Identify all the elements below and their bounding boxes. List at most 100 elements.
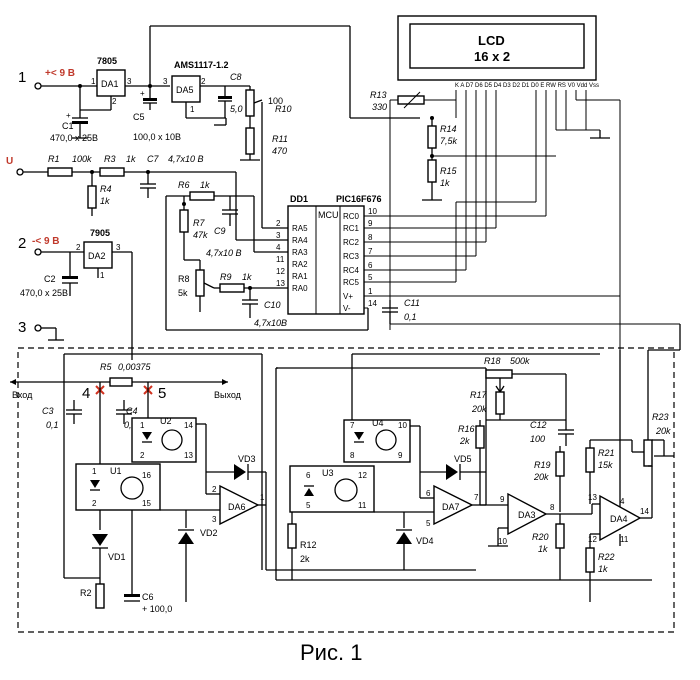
- mcu-pin-vplus: V+: [343, 292, 353, 301]
- da3-opamp: [507, 492, 548, 536]
- vd2-label: VD2: [200, 528, 218, 538]
- mcu-pin-number: 6: [368, 261, 373, 270]
- mcu-pin-number: 1: [368, 287, 373, 296]
- r23-value: 20k: [655, 426, 671, 436]
- svg-text:5: 5: [426, 519, 431, 528]
- r4-label: R4: [100, 184, 112, 194]
- mcu-pin-number: 5: [368, 273, 373, 282]
- svg-text:1: 1: [140, 421, 145, 430]
- power-section: 1 +< 9 В 7805 DA1 1 3 2 + C1 470,0 x 25В…: [6, 25, 420, 344]
- c2-label: C2: [44, 274, 56, 284]
- lcd-size: 16 x 2: [474, 49, 510, 64]
- r11-value: 470: [272, 146, 287, 156]
- mcu-pin-ra5: RA5: [292, 224, 308, 233]
- r1-label: R1: [48, 154, 60, 164]
- da2-type: 7905: [90, 228, 110, 238]
- c2-value: 470,0 x 25В: [20, 288, 68, 298]
- mcu-pin-number: 7: [368, 247, 373, 256]
- u2-optocoupler: [131, 417, 197, 463]
- terminal-1-number: 1: [18, 69, 26, 86]
- r9-value: 1k: [242, 272, 252, 282]
- mcu-pin-ra1: RA1: [292, 272, 308, 281]
- mcu-pin-number: 11: [276, 255, 285, 264]
- mcu-pin-number: 2: [276, 219, 281, 228]
- da7-label: DA7: [442, 502, 460, 512]
- svg-text:9: 9: [398, 451, 403, 460]
- current-sense-section: Вход Выход R5 0,00375 4 5 C3 0,1 C4 0,1 …: [10, 344, 476, 614]
- svg-text:3: 3: [116, 243, 121, 252]
- svg-text:16: 16: [142, 471, 151, 480]
- mcu-pin-rc2: RC2: [343, 238, 360, 247]
- svg-text:3: 3: [163, 77, 168, 86]
- svg-text:8: 8: [350, 451, 355, 460]
- c6-value: + 100,0: [142, 604, 172, 614]
- svg-text:12: 12: [358, 471, 367, 480]
- c9-value: 4,7x10 В: [206, 248, 242, 258]
- r15-value: 1k: [440, 178, 450, 188]
- mcu-pin-ra3: RA3: [292, 248, 308, 257]
- r8-label: R8: [178, 274, 190, 284]
- terminal-1-label: +< 9 В: [45, 68, 75, 79]
- r17-label: R17: [470, 390, 488, 400]
- c4-value: 0,1: [124, 420, 137, 430]
- r11-label: R11: [272, 134, 288, 144]
- mcu-pin-rc3: RC3: [343, 252, 360, 261]
- r3-label: R3: [104, 154, 116, 164]
- svg-text:7: 7: [474, 493, 479, 502]
- r14-label: R14: [440, 124, 457, 134]
- mcu-pin-number: 8: [368, 233, 373, 242]
- svg-text:4: 4: [620, 497, 625, 506]
- lcd-module: LCD 16 x 2 K A D7 D6 D5 D4 D3 D2 D1 D0 E…: [397, 15, 621, 350]
- mcu-body: [287, 205, 365, 315]
- svg-text:1: 1: [91, 77, 96, 86]
- da6-label: DA6: [228, 502, 246, 512]
- lcd-title: LCD: [478, 33, 505, 48]
- dd1-type: PIC16F676: [336, 194, 382, 204]
- c12-label: C12: [530, 420, 547, 430]
- r18-value: 500k: [510, 356, 530, 366]
- mcu-pin-number: 9: [368, 219, 373, 228]
- u3-label: U3: [322, 468, 334, 478]
- da3-label: DA3: [518, 510, 536, 520]
- vd3-label: VD3: [238, 454, 256, 464]
- mcu-pin-ra0: RA0: [292, 284, 308, 293]
- r21-label: R21: [598, 448, 615, 458]
- u4-optocoupler: [343, 419, 411, 463]
- vd1-label: VD1: [108, 552, 126, 562]
- r1-value: 100k: [72, 154, 92, 164]
- r5-value: 0,00375: [118, 362, 152, 372]
- c5-label: C5: [133, 112, 145, 122]
- svg-text:2: 2: [201, 77, 206, 86]
- mcu-pin-rc1: RC1: [343, 224, 360, 233]
- u2-label: U2: [160, 416, 172, 426]
- r13-value: 330: [372, 102, 387, 112]
- mcu-pin-ra2: RA2: [292, 260, 308, 269]
- mcu-pin-number: 13: [276, 279, 285, 288]
- r6-value: 1k: [200, 180, 210, 190]
- mcu-pin-number: 4: [276, 243, 281, 252]
- r12-label: R12: [300, 540, 317, 550]
- da7-opamp: [433, 484, 474, 526]
- mcu-pin-rc5: RC5: [343, 278, 360, 287]
- r22-value: 1k: [598, 564, 608, 574]
- terminal-3-number: 3: [18, 319, 26, 336]
- c8-value: 5,0: [230, 104, 243, 114]
- r17-value: 20k: [471, 404, 487, 414]
- r22-label: R22: [598, 552, 615, 562]
- svg-text:7: 7: [350, 421, 355, 430]
- mcu-pin-number: 3: [276, 231, 281, 240]
- r13-label: R13: [370, 90, 387, 100]
- mcu-pin-rc0: RC0: [343, 212, 360, 221]
- svg-text:8: 8: [550, 503, 555, 512]
- r7-label: R7: [193, 218, 205, 228]
- isolation-section: U4 7 8 10 9 U3 6 5 12 11 R12 2k VD4: [261, 353, 652, 581]
- r19-value: 20k: [533, 472, 549, 482]
- mcu-pin-number: 10: [368, 207, 377, 216]
- svg-text:15: 15: [142, 499, 151, 508]
- terminal-5: 5: [158, 385, 166, 402]
- r20-label: R20: [532, 532, 549, 542]
- da1-type: 7805: [97, 56, 117, 66]
- lcd-pin-labels: K A D7 D6 D5 D4 D3 D2 D1 D0 E RW RS V0 V…: [455, 83, 599, 89]
- da5-type: AMS1117-1.2: [174, 60, 229, 70]
